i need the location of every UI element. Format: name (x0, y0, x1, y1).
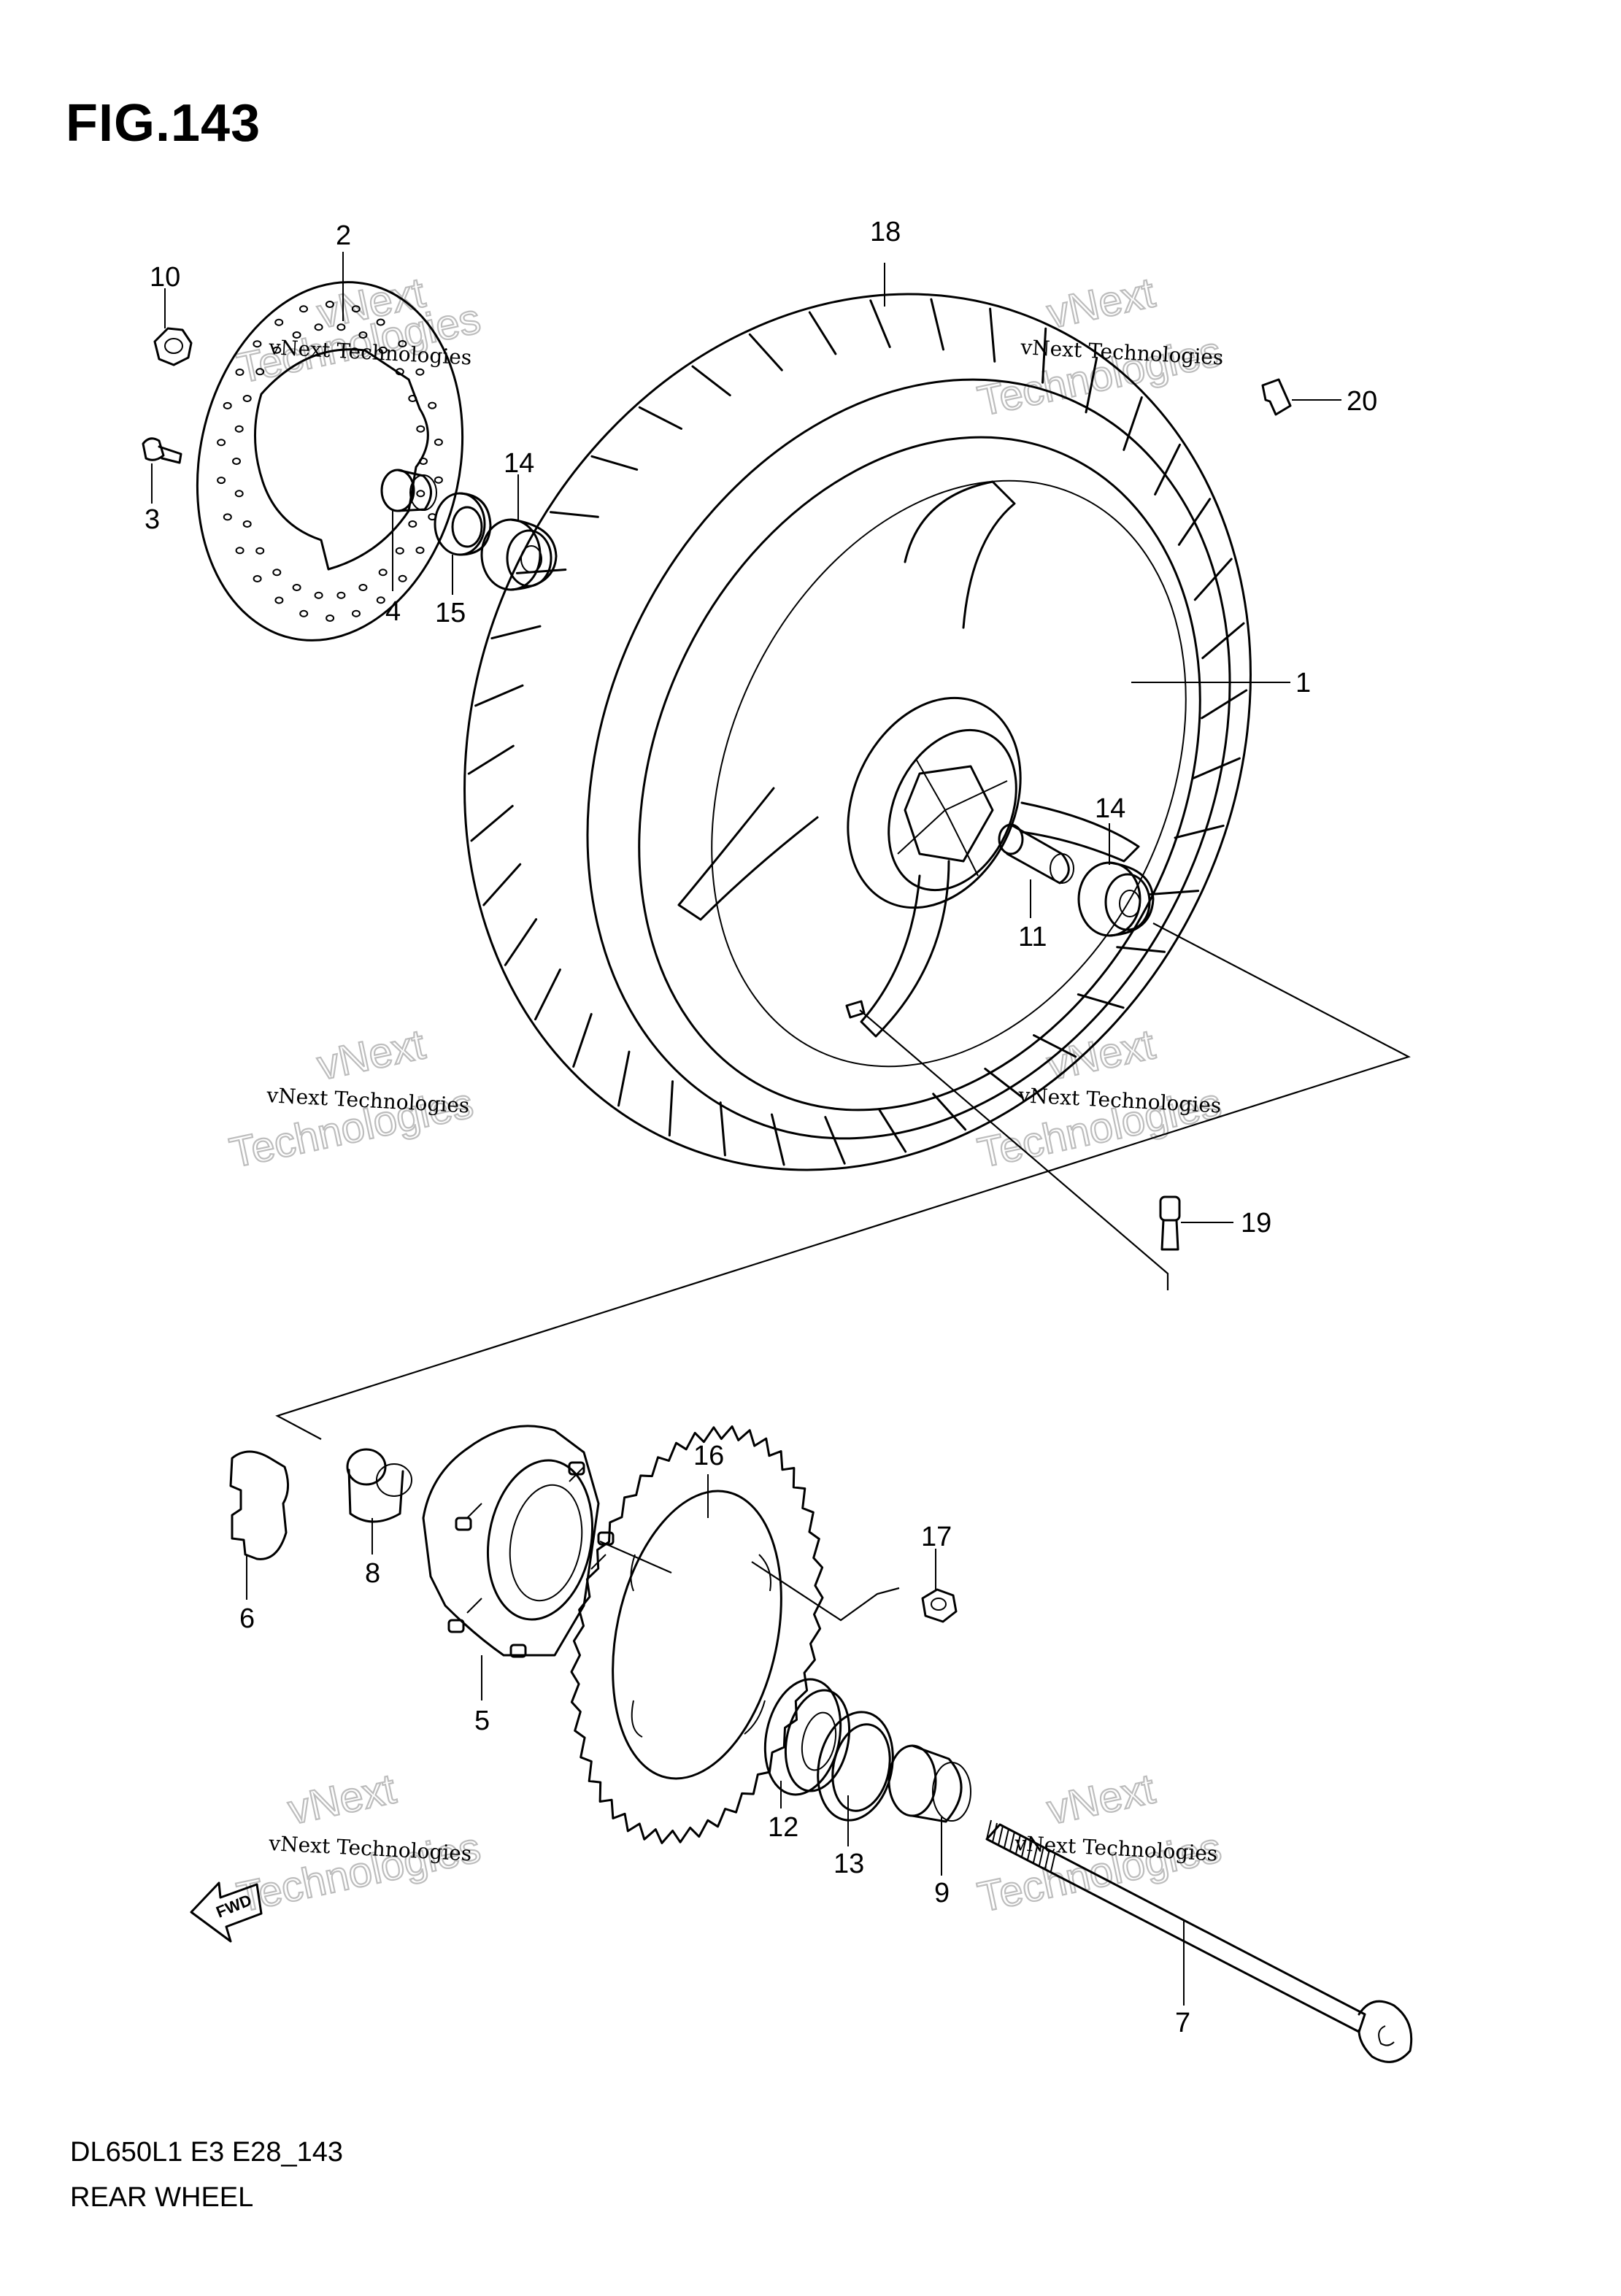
watermark-mid-right: vNext Technologies vNext Technologies (973, 1020, 1226, 1178)
callout-18: 18 (870, 217, 901, 247)
callout-4: 4 (385, 596, 401, 627)
bearing-14-upper (480, 518, 558, 591)
brake-disc (196, 281, 464, 642)
callout-19: 19 (1241, 1208, 1271, 1238)
callout-3: 3 (145, 504, 160, 535)
bolt-3 (142, 437, 182, 464)
watermark-top-right: vNext Technologies vNext Technologies (973, 268, 1226, 426)
oil-seal-15 (434, 492, 492, 556)
callout-12: 12 (768, 1812, 798, 1843)
callout-14-upper: 14 (504, 448, 534, 479)
axle-7 (985, 1819, 1413, 2063)
cush-damper-6 (229, 1450, 289, 1560)
callout-9: 9 (934, 1878, 950, 1908)
figure-title: FIG.143 (66, 94, 261, 153)
callout-15: 15 (435, 598, 466, 628)
svg-text:vNext: vNext (1043, 1020, 1159, 1089)
leader-lines (151, 252, 1341, 2006)
axle-11 (998, 823, 1074, 885)
sprocket-16 (570, 1425, 824, 1844)
rear-wheel-tire (463, 293, 1252, 1171)
spacer-4 (380, 469, 437, 512)
svg-text:vNext: vNext (284, 1765, 400, 1833)
spacer-9 (887, 1744, 971, 1823)
callout-11: 11 (1018, 922, 1047, 952)
balance-weight-20 (1261, 378, 1292, 416)
callout-1: 1 (1295, 668, 1311, 698)
nut-10 (153, 327, 193, 366)
callout-17: 17 (921, 1522, 952, 1552)
nut-17 (921, 1588, 958, 1623)
valve-19 (1159, 1195, 1181, 1251)
spacer-8 (346, 1448, 412, 1523)
callout-7: 7 (1175, 2008, 1190, 2038)
callout-labels: 1 2 3 4 5 6 7 8 9 10 11 12 13 14 14 15 1… (145, 217, 1377, 2038)
sprocket-drum-5 (422, 1425, 615, 1658)
svg-text:vNext: vNext (1043, 269, 1159, 337)
bearing-12 (763, 1678, 851, 1796)
callout-2: 2 (336, 220, 351, 251)
callout-13: 13 (833, 1849, 864, 1879)
watermark-mid-left: vNext Technologies vNext Technologies (225, 1020, 478, 1178)
callout-6: 6 (239, 1603, 255, 1634)
svg-text:vNext: vNext (1043, 1765, 1159, 1833)
bearing-14-lower (1077, 861, 1155, 937)
callout-16: 16 (693, 1441, 724, 1471)
callout-10: 10 (150, 262, 180, 293)
reference-lines (275, 922, 1411, 1622)
watermark-top-left: vNext Technologies vNext Technologies (232, 268, 485, 393)
watermark-bottom-left: vNext Technologies vNext Technologies (232, 1764, 485, 1922)
callout-14-lower: 14 (1095, 793, 1125, 824)
callout-8: 8 (365, 1558, 380, 1589)
svg-text:vNext: vNext (313, 1020, 429, 1089)
model-code: DL650L1 E3 E28_143 (70, 2137, 343, 2168)
section-name: REAR WHEEL (70, 2182, 254, 2213)
callout-20: 20 (1347, 386, 1377, 417)
callout-5: 5 (474, 1706, 490, 1736)
